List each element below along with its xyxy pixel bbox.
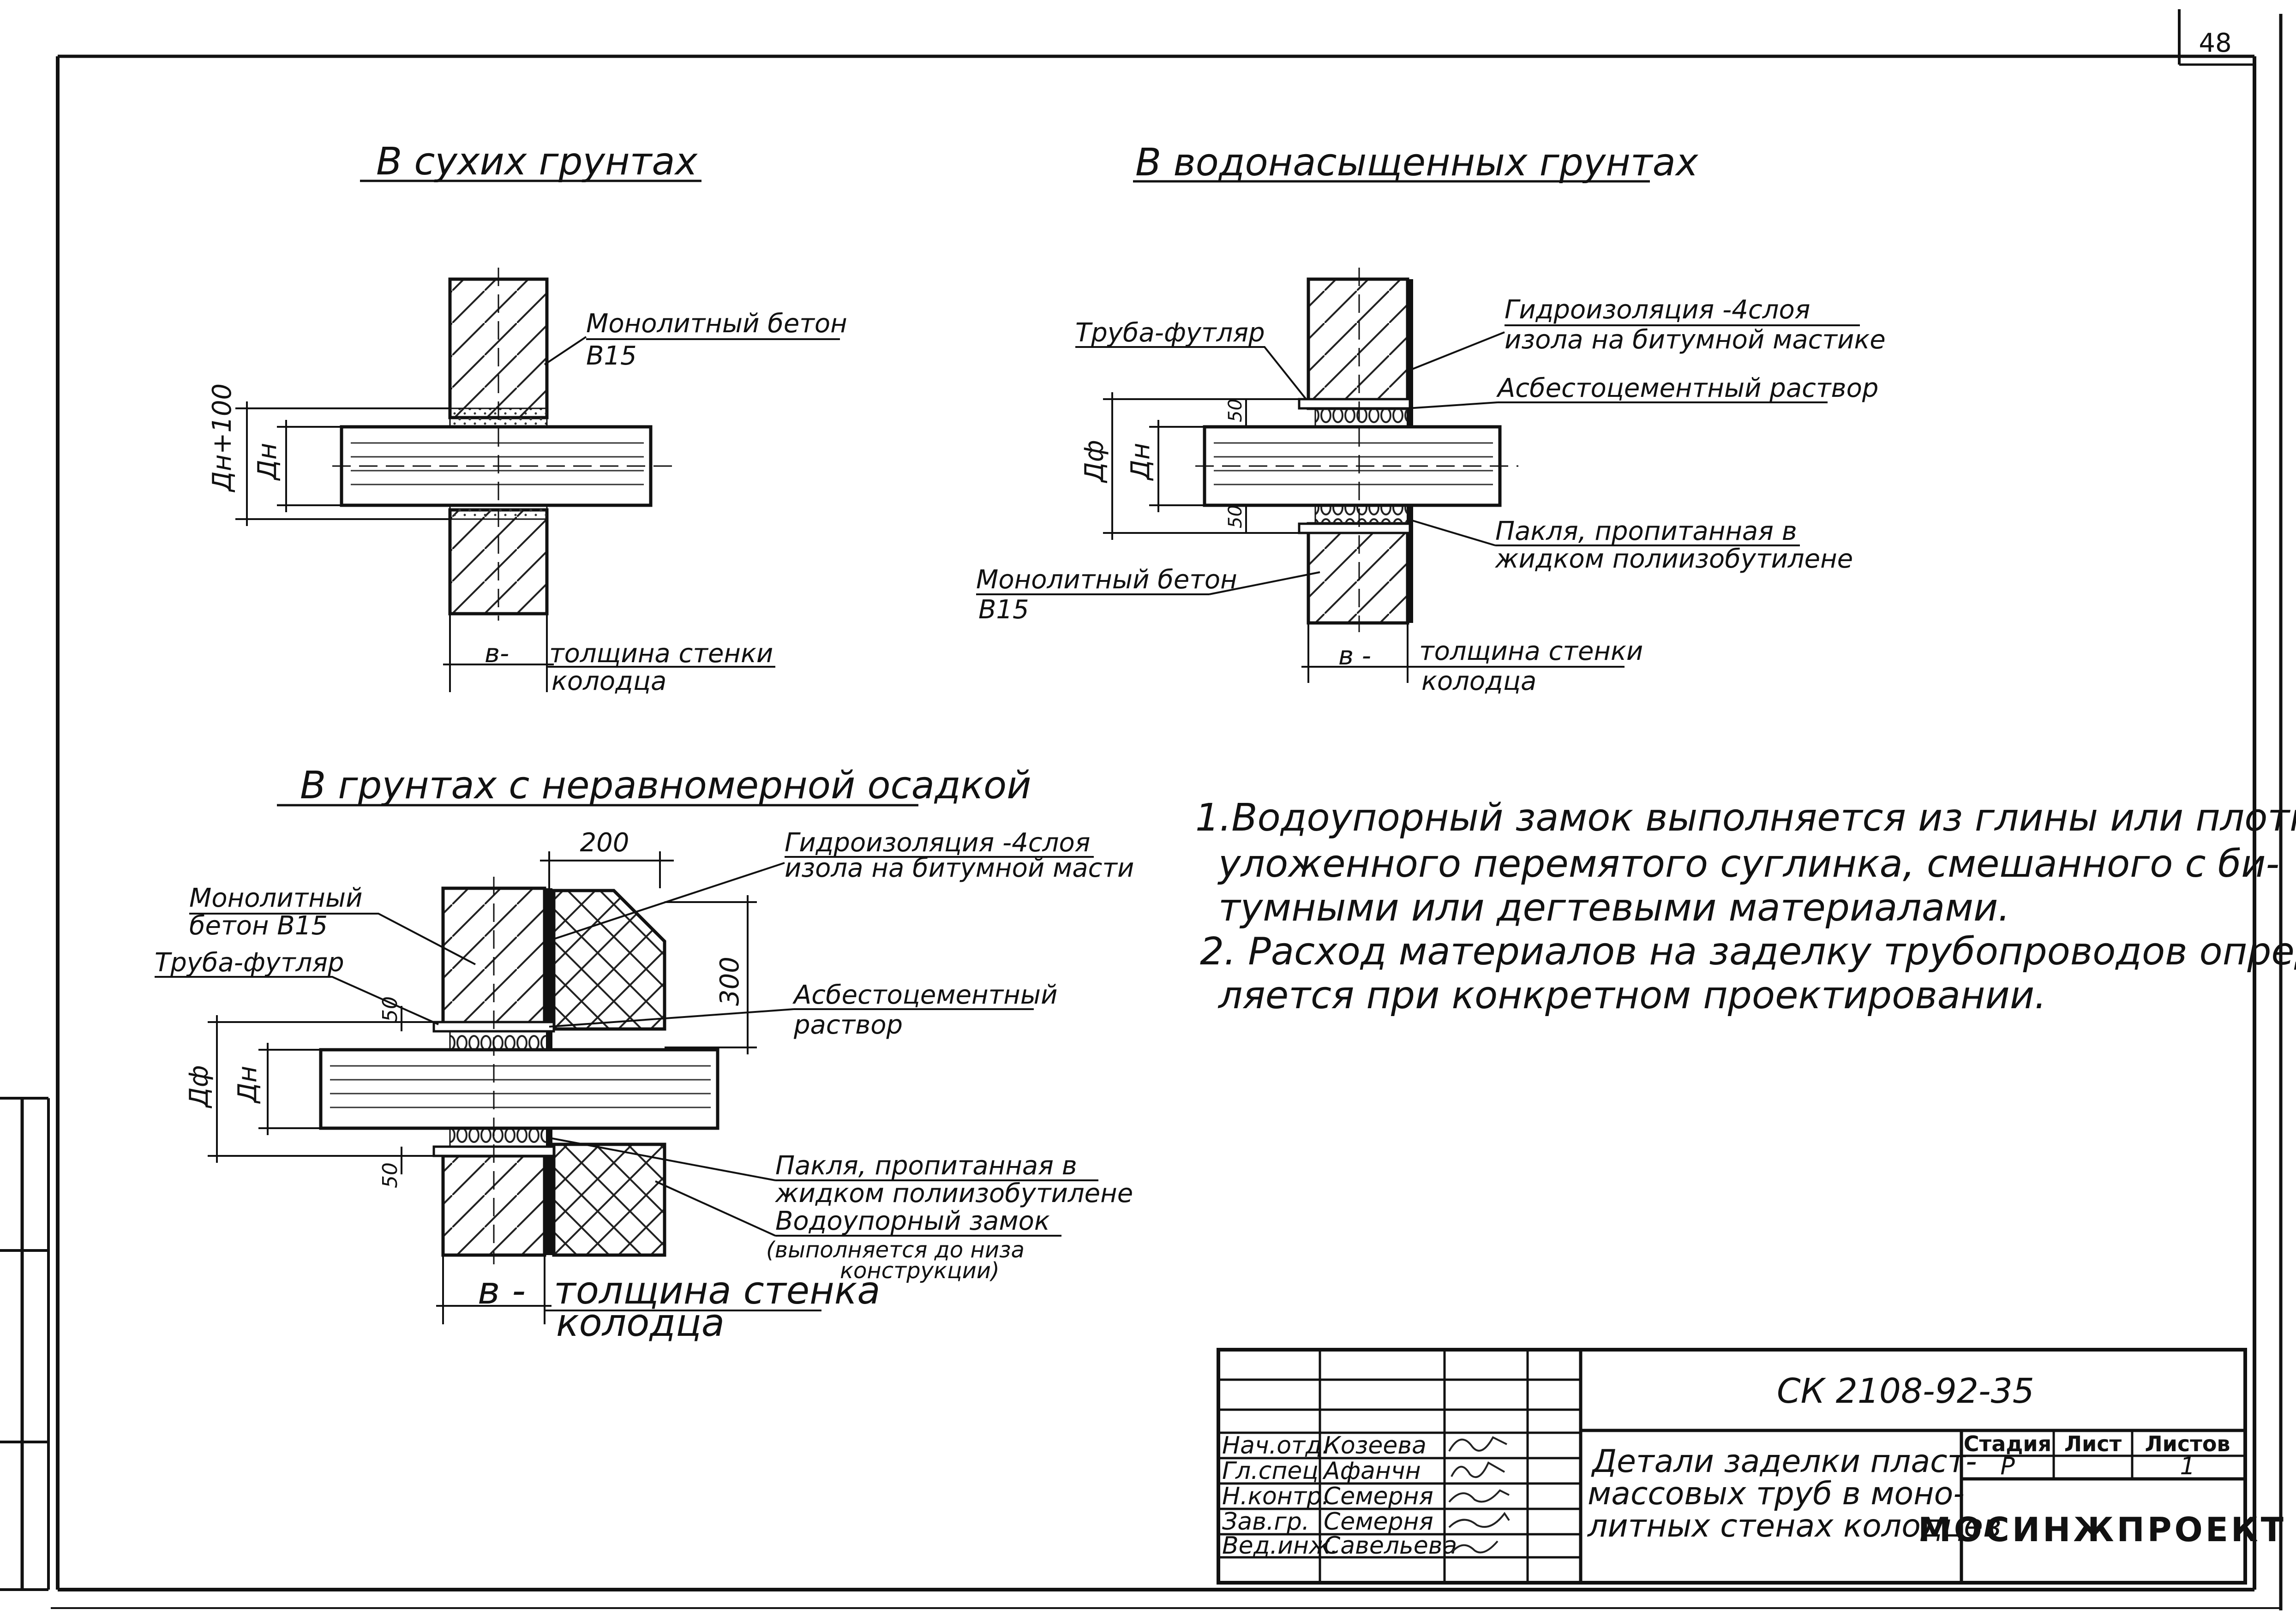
dry-wall-label-2: колодца (552, 666, 666, 696)
settling-title: В грунтах с неравномерной осадкой (300, 764, 1031, 808)
dry-wall-label: толщина стенки (549, 639, 773, 669)
wet-tow-label-1: Пакля, пропитанная в (1495, 516, 1797, 546)
title-block: СК 2108-92-35 Детали заделки пласт- масс… (1217, 1348, 2286, 1585)
page-number: 48 (2199, 28, 2231, 58)
col-stage: Стадия (1964, 1431, 2051, 1456)
notes: 1.Водоупорный замок выполняется из глины… (1195, 796, 2296, 1017)
wet-tow-label-2: жидком полиизобутилене (1494, 544, 1853, 574)
sheets-value: 1 (2180, 1453, 2195, 1480)
settling-dim-sleeve: Дф (184, 1065, 214, 1109)
wet-dim-sleeve: Дф (1079, 440, 1109, 484)
drawing-title-1: Детали заделки пласт- (1591, 1443, 1977, 1480)
signature-names: Козеева Афанчн Семерня Семерня Савельева (1322, 1432, 1457, 1560)
settling-tow-bottom (449, 1127, 548, 1148)
col-sheets: Листов (2145, 1431, 2230, 1456)
drawing-title-2: массовых труб в моно- (1588, 1476, 1965, 1512)
col-sheet: Лист (2064, 1431, 2122, 1456)
sheet-frame (0, 9, 2283, 1610)
wet-sleeve-label: Труба-футляр (1075, 318, 1265, 348)
settling-tow-label-1: Пакля, пропитанная в (775, 1151, 1077, 1181)
note-line-3: тумными или дегтевыми материалами. (1218, 886, 2010, 930)
settling-wall-symbol: в - (478, 1269, 526, 1313)
dry-wall-symbol: в- (485, 639, 509, 669)
wet-dim-gap-bottom: 50 (1225, 505, 1246, 528)
dry-dim-outer: Дн+100 (207, 383, 237, 493)
settling-dim-pipe: Дн (233, 1066, 263, 1104)
wet-wall-label: толщина стенки (1419, 636, 1643, 666)
name-5: Савельева (1324, 1532, 1457, 1560)
note-line-1: 1.Водоупорный замок выполняется из глины… (1195, 796, 2296, 840)
wet-waterproof-label-2: изола на битумной мастике (1505, 325, 1886, 355)
drawing-code: СК 2108-92-35 (1777, 1371, 2034, 1411)
settling-concrete-label-2: бетон В15 (189, 911, 328, 941)
wet-asbestos-label: Асбестоцементный раствор (1496, 373, 1878, 403)
signatures (1448, 1436, 1510, 1554)
wet-wall-label-2: колодца (1421, 666, 1536, 696)
name-4: Семерня (1324, 1508, 1433, 1536)
settling-wall-label-2: колодца (556, 1301, 725, 1345)
settling-waterproof-label-2: изола на битумной масти (785, 853, 1134, 883)
dry-dimensions (235, 401, 554, 692)
settling-dim-height: 300 (715, 957, 745, 1006)
wet-wall-upper (1307, 277, 1409, 410)
dry-concrete-label: Монолитный бетон (586, 309, 847, 339)
section-dry: В сухих грунтах Дн+100 Дн Монолитный бет… (207, 140, 847, 696)
wet-sleeve-bottom (1298, 522, 1411, 534)
role-3: Н.контр. (1222, 1483, 1330, 1510)
wet-tow-bottom (1314, 504, 1409, 525)
settling-lock-note-2: конструкции) (840, 1258, 1000, 1284)
settling-clay-lock-upper (552, 889, 666, 1031)
role-1: Нач.отд. (1222, 1432, 1330, 1459)
role-5: Вед.инж. (1222, 1532, 1338, 1560)
wet-tow-top (1314, 407, 1409, 428)
role-2: Гл.спец (1222, 1457, 1319, 1485)
wet-dimensions (1103, 392, 1415, 683)
wet-sleeve-top (1298, 398, 1411, 410)
dry-concrete-grade: В15 (586, 341, 637, 371)
settling-tow-top (449, 1030, 548, 1051)
wet-title: В водонасыщенных грунтах (1135, 141, 1699, 185)
role-4: Зав.гр. (1222, 1508, 1309, 1536)
section-settling: В грунтах с неравномерной осадкой (155, 764, 1134, 1345)
name-2: Афанчн (1322, 1457, 1421, 1485)
settling-sleeve-label: Труба-футляр (155, 948, 344, 978)
name-1: Козеева (1324, 1432, 1427, 1459)
section-wet: В водонасыщенных грунтах Дф (976, 141, 1886, 696)
name-3: Семерня (1324, 1483, 1433, 1510)
note-line-5: ляется при конкретном проектировании. (1217, 974, 2046, 1017)
settling-concrete-label-1: Монолитный (189, 883, 362, 913)
note-line-2: уложенного перемятого суглинка, смешанно… (1217, 842, 2279, 886)
settling-dim-width: 200 (580, 828, 629, 858)
settling-dim-gap-bottom: 50 (378, 1162, 402, 1188)
settling-waterproof-label-1: Гидроизоляция -4слоя (785, 828, 1090, 858)
wet-concrete-label: Монолитный бетон (976, 565, 1237, 595)
dry-title: В сухих грунтах (376, 140, 698, 184)
settling-wall-label: толщина стенка (554, 1269, 881, 1313)
wet-wall-symbol: в - (1338, 641, 1371, 671)
drawing-title-3: литных стенах колодцев (1587, 1508, 2002, 1544)
wet-wall-lower (1307, 522, 1409, 625)
settling-asbestos-label-2: раствор (793, 1010, 903, 1040)
dry-dim-pipe: Дн (252, 443, 282, 481)
settling-clay-lock-lower (552, 1142, 666, 1257)
stage-value: Р (2000, 1453, 2015, 1480)
wet-waterproof-label-1: Гидроизоляция -4слоя (1505, 295, 1810, 325)
signature-roles: Нач.отд. Гл.спец Н.контр. Зав.гр. Вед.ин… (1222, 1432, 1338, 1560)
settling-dimensions (208, 851, 757, 1324)
wet-dim-gap-top: 50 (1225, 399, 1246, 422)
organization: МОСИНЖПРОЕКТ (1918, 1510, 2286, 1549)
settling-dim-gap-top: 50 (378, 996, 402, 1022)
note-line-4: 2. Расход материалов на заделку трубопро… (1200, 930, 2296, 974)
settling-lock-note-1: (выполняется до низа (766, 1237, 1025, 1263)
settling-lock-label: Водоупорный замок (775, 1206, 1050, 1236)
wet-dim-pipe: Дн (1126, 443, 1156, 481)
dry-concrete-leader (544, 336, 587, 365)
wet-concrete-grade: В15 (978, 595, 1029, 625)
settling-asbestos-label-1: Асбестоцементный (792, 980, 1057, 1010)
settling-tow-label-2: жидком полиизобутилене (774, 1178, 1133, 1208)
settling-pipe (319, 1048, 719, 1130)
